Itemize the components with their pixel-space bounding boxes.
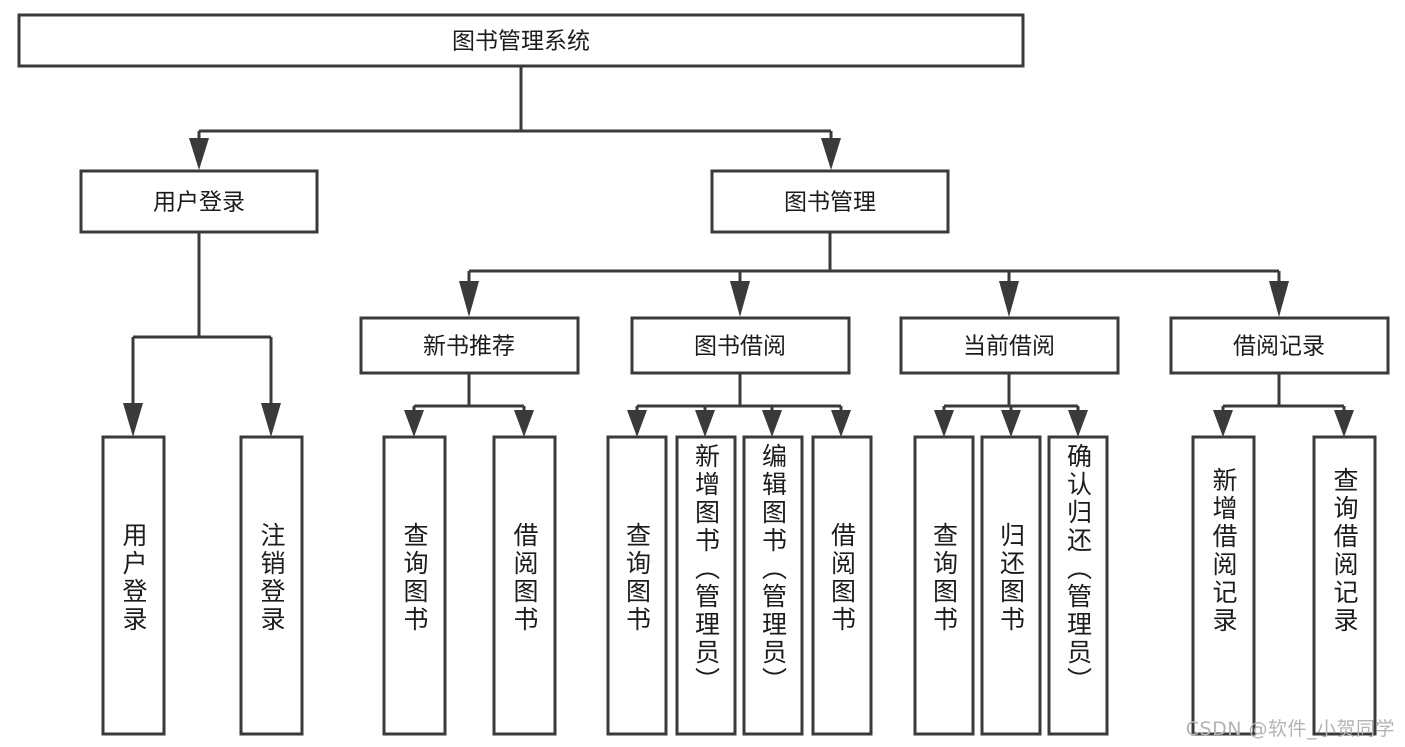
- node-new-book-label: 新书推荐: [423, 334, 515, 360]
- leaf-box-book-borrow-2[interactable]: [742, 435, 804, 736]
- arrow-head-leaf-current-borrow-2: [1068, 410, 1088, 437]
- arrow-head-borrow-record: [1269, 281, 1289, 317]
- node-current-borrow-label: 当前借阅: [963, 334, 1055, 360]
- node-root-box[interactable]: [17, 13, 1025, 68]
- leaf-box-borrow-record-1[interactable]: [1312, 435, 1377, 736]
- leaf-box-current-borrow-1[interactable]: [980, 435, 1042, 736]
- arrow-head-leaf-new-book-0: [404, 410, 424, 437]
- arrow-head-leaf-book-borrow-1: [695, 410, 715, 437]
- leaf-box-book-borrow-1[interactable]: [675, 435, 737, 736]
- arrow-head-leaf-current-borrow-0: [934, 410, 954, 437]
- node-book-borrow[interactable]: 图书借阅: [630, 316, 851, 375]
- node-borrow-record-box[interactable]: [1169, 316, 1390, 375]
- arrow-head-leaf-user-login-1: [261, 403, 281, 437]
- node-book-borrow-box[interactable]: [630, 316, 851, 375]
- leaf-box-borrow-record-0[interactable]: [1191, 435, 1256, 736]
- arrow-head-user-login: [189, 138, 209, 170]
- node-user-login[interactable]: 用户登录: [79, 169, 319, 234]
- arrow-head-book-manage: [821, 138, 841, 170]
- arrow-head-leaf-current-borrow-1: [1001, 410, 1021, 437]
- arrow-head-leaf-new-book-1: [514, 410, 534, 437]
- node-book-manage-box[interactable]: [710, 169, 950, 234]
- watermark-text: CSDN @软件_小贺同学: [1185, 718, 1395, 740]
- arrow-head-leaf-book-borrow-0: [627, 410, 647, 437]
- arrow-head-leaf-book-borrow-3: [831, 410, 851, 437]
- node-book-borrow-label: 图书借阅: [694, 334, 786, 360]
- arrow-head-book-borrow: [730, 281, 750, 317]
- leaf-box-user-login-0[interactable]: [101, 435, 166, 736]
- arrow-head-leaf-user-login-0: [123, 403, 143, 437]
- node-current-borrow-box[interactable]: [899, 316, 1120, 375]
- arrow-head-leaf-book-borrow-2: [762, 410, 782, 437]
- leaf-box-book-borrow-3[interactable]: [811, 435, 873, 736]
- arrow-head-leaf-borrow-record-1: [1334, 410, 1354, 437]
- leaf-box-new-book-1[interactable]: [492, 435, 557, 736]
- node-borrow-record[interactable]: 借阅记录: [1169, 316, 1390, 375]
- node-current-borrow[interactable]: 当前借阅: [899, 316, 1120, 375]
- node-book-manage-label: 图书管理: [784, 190, 876, 216]
- node-borrow-record-label: 借阅记录: [1233, 334, 1325, 360]
- node-new-book-box[interactable]: [359, 316, 580, 375]
- leaf-box-current-borrow-0[interactable]: [913, 435, 975, 736]
- arrow-head-current-borrow: [999, 281, 1019, 317]
- node-root-label: 图书管理系统: [452, 29, 590, 55]
- node-root[interactable]: 图书管理系统: [17, 13, 1025, 68]
- arrow-head-leaf-borrow-record-0: [1213, 410, 1233, 437]
- leaf-box-book-borrow-0[interactable]: [606, 435, 668, 736]
- node-new-book[interactable]: 新书推荐: [359, 316, 580, 375]
- node-user-login-label: 用户登录: [153, 190, 245, 216]
- leaf-box-user-login-1[interactable]: [239, 435, 304, 736]
- node-book-manage[interactable]: 图书管理: [710, 169, 950, 234]
- arrow-head-new-book: [459, 281, 479, 317]
- leaf-box-current-borrow-2[interactable]: [1047, 435, 1109, 736]
- leaf-box-new-book-0[interactable]: [382, 435, 447, 736]
